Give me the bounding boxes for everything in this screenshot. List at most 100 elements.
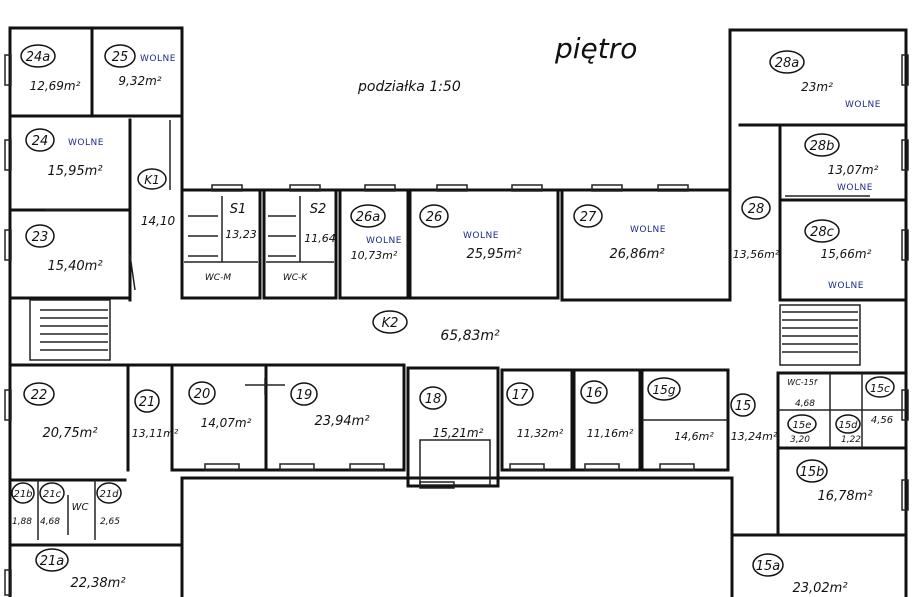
room-area: 2,65 xyxy=(100,517,120,527)
room-number: 15a xyxy=(756,559,781,574)
room-number: 15 xyxy=(735,399,752,414)
room-area: 13,07m² xyxy=(828,163,879,177)
right-wing-walls xyxy=(738,123,908,302)
room-area: 4,68 xyxy=(795,399,815,409)
room-number: 23 xyxy=(32,230,49,245)
free-label: WOLNE xyxy=(630,225,666,235)
free-label: WOLNE xyxy=(68,138,104,148)
corridor-k1: K1 14,10 xyxy=(137,168,176,228)
room-28b: 28b 13,07m² WOLNE xyxy=(804,133,879,193)
room-23: 23 15,40m² xyxy=(25,224,103,274)
room-area: 3,20 xyxy=(790,435,810,445)
room-number: 21b xyxy=(13,489,32,500)
room-number: WC xyxy=(72,502,89,513)
room-27: 27 WOLNE 26,86m² xyxy=(573,204,666,262)
free-label: WOLNE xyxy=(366,236,402,246)
room-number: WC-K xyxy=(283,273,308,283)
room-area: 4,56 xyxy=(871,415,893,426)
room-number: 15d xyxy=(838,420,858,431)
room-number: WC-15f xyxy=(787,378,818,387)
outer-walls xyxy=(8,26,908,597)
room-area: 1,88 xyxy=(12,517,32,527)
free-label: WOLNE xyxy=(828,281,864,291)
room-24a: 24a 12,69m² xyxy=(20,44,81,93)
room-area: 13,23 xyxy=(225,228,257,241)
right-lower-walls xyxy=(730,371,908,537)
room-s2: S2 11,64 WC-K xyxy=(283,202,336,283)
room-area: 11,32m² xyxy=(517,427,564,440)
free-label: WOLNE xyxy=(463,231,499,241)
room-area: 14,10 xyxy=(141,214,176,228)
room-area: 12,69m² xyxy=(30,79,81,93)
room-26: 26 WOLNE 25,95m² xyxy=(419,204,522,262)
room-number: K1 xyxy=(144,173,160,187)
room-number: 21 xyxy=(139,395,156,410)
windows xyxy=(4,54,909,596)
room-number: 16 xyxy=(586,386,603,401)
room-area: 13,56m² xyxy=(733,248,780,261)
room-area: 14,6m² xyxy=(674,430,714,443)
room-15b: 15b 16,78m² xyxy=(796,459,873,504)
room-28: 28 13,56m² xyxy=(733,196,780,261)
room-15c: 15c 4,56 xyxy=(865,376,895,426)
room-area: 15,66m² xyxy=(821,247,872,261)
lower-walls xyxy=(10,363,730,547)
room-number: 15e xyxy=(793,420,812,431)
room-number: 24a xyxy=(26,50,51,65)
room-number: 25 xyxy=(112,50,129,65)
room-number: 26 xyxy=(426,210,443,225)
room-19: 19 23,94m² xyxy=(290,382,370,429)
room-15: 15 13,24m² xyxy=(730,393,778,443)
room-area: 22,38m² xyxy=(70,576,125,591)
room-area: 15,40m² xyxy=(47,259,102,274)
plan-scale: podziałka 1:50 xyxy=(357,79,461,95)
room-number: S1 xyxy=(230,202,247,217)
room-21: 21 13,11m² xyxy=(132,389,179,440)
room-number: 28c xyxy=(810,225,834,240)
room-number: 18 xyxy=(425,392,442,407)
room-15f: WC-15f 4,68 xyxy=(787,378,818,409)
room-area: 4,68 xyxy=(40,517,60,527)
room-area: 20,75m² xyxy=(42,426,97,441)
room-20: 20 14,07m² xyxy=(188,381,252,430)
room-number: 26a xyxy=(356,210,381,225)
room-area: 13,24m² xyxy=(731,430,778,443)
room-number: 22 xyxy=(31,388,48,403)
room-number: 21d xyxy=(99,489,119,500)
room-number: 19 xyxy=(296,388,313,403)
room-wc: WC xyxy=(72,502,89,513)
room-area: 11,64 xyxy=(304,232,336,245)
free-label: WOLNE xyxy=(845,100,881,110)
room-number: 28a xyxy=(775,56,800,71)
room-16: 16 11,16m² xyxy=(580,380,634,440)
room-17: 17 11,32m² xyxy=(506,382,564,440)
room-number: 20 xyxy=(194,387,211,402)
room-number: 24 xyxy=(32,134,49,149)
room-21b: 21b 1,88 xyxy=(11,482,35,527)
room-area: 23m² xyxy=(801,80,833,94)
room-number: K2 xyxy=(382,316,399,331)
room-15a: 15a 23,02m² xyxy=(752,553,848,596)
room-area: 16,78m² xyxy=(817,489,872,504)
plan-title: piętro xyxy=(554,32,637,65)
room-area: 26,86m² xyxy=(609,247,664,262)
room-26a: 26a WOLNE 10,73m² xyxy=(350,204,402,262)
room-s1: S1 13,23 WC-M xyxy=(205,202,257,283)
left-stairs xyxy=(29,299,111,361)
room-area: 15,95m² xyxy=(47,164,102,179)
room-area: 14,07m² xyxy=(201,416,252,430)
room-number: 21c xyxy=(43,489,62,500)
room-area: 25,95m² xyxy=(466,247,521,262)
room-area: 15,21m² xyxy=(433,426,484,440)
room-21a: 21a 22,38m² xyxy=(35,548,126,591)
right-stairs xyxy=(779,304,861,366)
room-number: 28b xyxy=(810,139,835,154)
room-22: 22 20,75m² xyxy=(23,382,98,441)
room-area: 23,02m² xyxy=(792,581,847,596)
room-area: 1,22 xyxy=(841,435,861,445)
left-wing-walls xyxy=(10,28,171,302)
room-28a: 28a 23m² WOLNE xyxy=(769,50,881,110)
room-28c: 28c 15,66m² WOLNE xyxy=(804,219,872,291)
room-number: S2 xyxy=(310,202,327,217)
free-label: WOLNE xyxy=(140,54,176,64)
